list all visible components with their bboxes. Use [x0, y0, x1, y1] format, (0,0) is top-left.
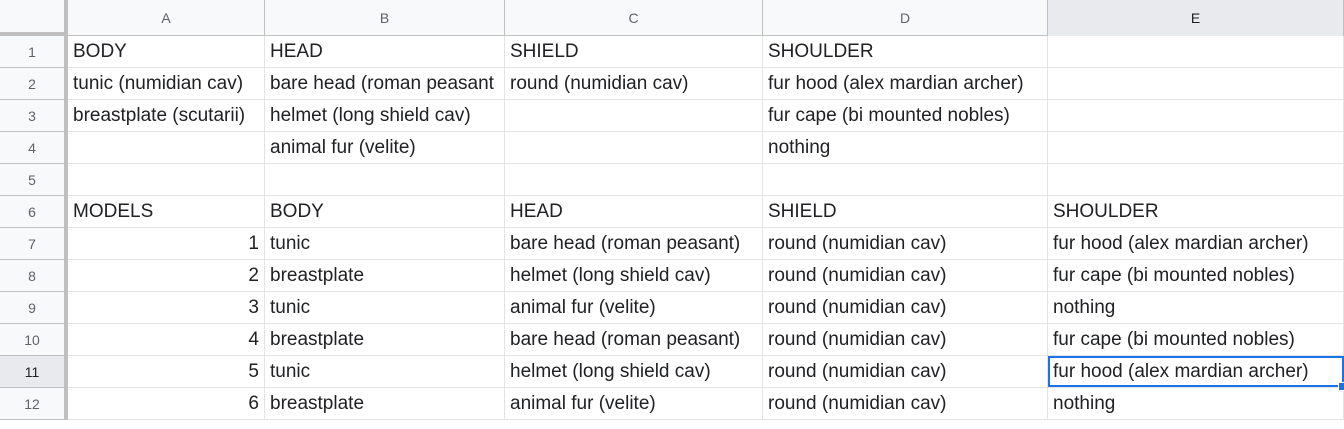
cell-d1[interactable]: SHOULDER [763, 36, 1048, 67]
row-header-1[interactable]: 1 [0, 36, 68, 68]
cell-c5[interactable] [505, 164, 763, 195]
row-header-3[interactable]: 3 [0, 100, 68, 132]
cell-d11[interactable]: round (numidian cav) [763, 356, 1048, 387]
cell-b7[interactable]: tunic [265, 228, 505, 259]
column-header-d[interactable]: D [763, 0, 1048, 36]
cell-a5[interactable] [68, 164, 265, 195]
row-header-8[interactable]: 8 [0, 260, 68, 292]
cell-b2[interactable]: bare head (roman peasant [265, 68, 505, 99]
active-cell-e11[interactable]: fur hood (alex mardian archer) [1048, 356, 1344, 391]
cell-e7[interactable]: fur hood (alex mardian archer) [1048, 228, 1344, 259]
cell-d10[interactable]: round (numidian cav) [763, 324, 1048, 355]
cell-e1[interactable] [1048, 36, 1344, 67]
cell-c6[interactable]: HEAD [505, 196, 763, 227]
cell-d12[interactable]: round (numidian cav) [763, 388, 1048, 419]
cell-d4[interactable]: nothing [763, 132, 1048, 163]
cell-e9[interactable]: nothing [1048, 292, 1344, 323]
row-header-7[interactable]: 7 [0, 228, 68, 260]
column-header-c[interactable]: C [505, 0, 763, 36]
cell-d9[interactable]: round (numidian cav) [763, 292, 1048, 323]
row-header-2[interactable]: 2 [0, 68, 68, 100]
cell-b9[interactable]: tunic [265, 292, 505, 323]
cell-b3[interactable]: helmet (long shield cav) [265, 100, 505, 131]
cell-b4[interactable]: animal fur (velite) [265, 132, 505, 163]
cell-e12[interactable]: nothing [1048, 388, 1344, 419]
cell-d3[interactable]: fur cape (bi mounted nobles) [763, 100, 1048, 131]
cell-a12[interactable]: 6 [68, 388, 265, 419]
cell-c1[interactable]: SHIELD [505, 36, 763, 67]
cell-b5[interactable] [265, 164, 505, 195]
cell-c9[interactable]: animal fur (velite) [505, 292, 763, 323]
cell-e4[interactable] [1048, 132, 1344, 163]
cell-e3[interactable] [1048, 100, 1344, 131]
cell-b1[interactable]: HEAD [265, 36, 505, 67]
column-header-row: A B C D E [0, 0, 1344, 36]
cell-d8[interactable]: round (numidian cav) [763, 260, 1048, 291]
cell-b6[interactable]: BODY [265, 196, 505, 227]
row-header-9[interactable]: 9 [0, 292, 68, 324]
column-header-b[interactable]: B [265, 0, 505, 36]
row-header-6[interactable]: 6 [0, 196, 68, 228]
cell-a8[interactable]: 2 [68, 260, 265, 291]
select-all-corner[interactable] [0, 0, 68, 36]
cell-c11[interactable]: helmet (long shield cav) [505, 356, 763, 387]
cell-c7[interactable]: bare head (roman peasant) [505, 228, 763, 259]
cell-c10[interactable]: bare head (roman peasant) [505, 324, 763, 355]
cell-b10[interactable]: breastplate [265, 324, 505, 355]
row-header-12[interactable]: 12 [0, 388, 68, 420]
cell-c8[interactable]: helmet (long shield cav) [505, 260, 763, 291]
cell-c12[interactable]: animal fur (velite) [505, 388, 763, 419]
cell-a1[interactable]: BODY [68, 36, 265, 67]
row-header-5[interactable]: 5 [0, 164, 68, 196]
cell-e2[interactable] [1048, 68, 1344, 99]
cell-a10[interactable]: 4 [68, 324, 265, 355]
cell-a2[interactable]: tunic (numidian cav) [68, 68, 265, 99]
cell-a11[interactable]: 5 [68, 356, 265, 387]
table-row: 4 animal fur (velite) nothing [0, 132, 1344, 164]
cell-e10[interactable]: fur cape (bi mounted nobles) [1048, 324, 1344, 355]
row-header-10[interactable]: 10 [0, 324, 68, 356]
fill-handle[interactable] [1338, 382, 1344, 391]
cell-c3[interactable] [505, 100, 763, 131]
table-row: 5 [0, 164, 1344, 196]
cell-e8[interactable]: fur cape (bi mounted nobles) [1048, 260, 1344, 291]
row-header-4[interactable]: 4 [0, 132, 68, 164]
cell-e6[interactable]: SHOULDER [1048, 196, 1344, 227]
column-header-a[interactable]: A [68, 0, 265, 36]
cell-a4[interactable] [68, 132, 265, 163]
cell-b11[interactable]: tunic [265, 356, 505, 387]
row-header-11[interactable]: 11 [0, 356, 68, 388]
cell-d7[interactable]: round (numidian cav) [763, 228, 1048, 259]
cell-b12[interactable]: breastplate [265, 388, 505, 419]
column-header-e[interactable]: E [1048, 0, 1344, 36]
cell-a3[interactable]: breastplate (scutarii) [68, 100, 265, 131]
cell-c4[interactable] [505, 132, 763, 163]
cell-d5[interactable] [763, 164, 1048, 195]
cell-b8[interactable]: breastplate [265, 260, 505, 291]
cell-c2[interactable]: round (numidian cav) [505, 68, 763, 99]
cell-a6[interactable]: MODELS [68, 196, 265, 227]
cell-d6[interactable]: SHIELD [763, 196, 1048, 227]
cell-e5[interactable] [1048, 164, 1344, 195]
cell-a9[interactable]: 3 [68, 292, 265, 323]
cell-a7[interactable]: 1 [68, 228, 265, 259]
cell-d2[interactable]: fur hood (alex mardian archer) [763, 68, 1048, 99]
